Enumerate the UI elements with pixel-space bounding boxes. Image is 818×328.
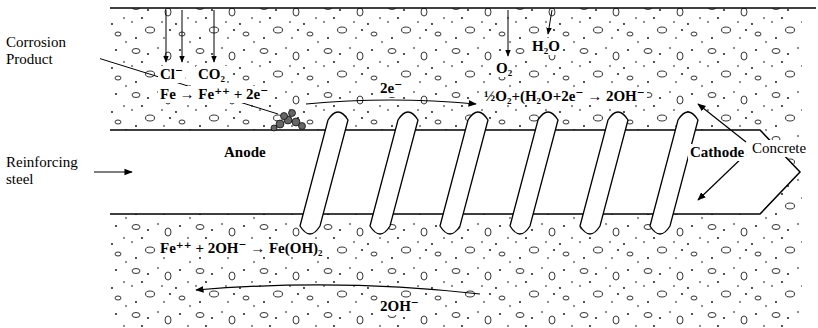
helical-ribs (300, 112, 698, 234)
ion-label: 2e⁻ (378, 80, 404, 97)
corrosion-product (271, 110, 306, 132)
region-label: Cathode (688, 144, 746, 161)
hydroxide-flow-arrow (196, 285, 480, 294)
ion-label: CO₂ (196, 66, 227, 83)
callout-label: Corrosion Product (4, 34, 100, 68)
rib (580, 112, 628, 234)
callout-label: Reinforcing steel (4, 154, 94, 188)
rib (300, 112, 348, 234)
callout-label: Concrete (750, 140, 808, 157)
ingress-arrows (166, 10, 552, 62)
rib (440, 112, 488, 234)
rib (650, 112, 698, 234)
region-label: Anode (222, 144, 268, 161)
rib (370, 112, 418, 234)
concrete-texture (110, 8, 802, 328)
pointer-arrow (698, 104, 746, 142)
concrete-surface (110, 7, 816, 9)
leader-line (98, 58, 278, 114)
ion-label: O₂ (494, 60, 514, 77)
reaction-label: ½O₂+(H₂O+2e⁻ → 2OH⁻ (482, 88, 647, 105)
ion-label: 2OH⁻ (378, 298, 421, 315)
ion-label: H₂O (530, 38, 562, 55)
steel-bar-region: Anode Cathode (130, 130, 760, 214)
pointer-arrow (92, 171, 132, 172)
rib (510, 112, 558, 234)
reaction-label: Fe → Fe⁺⁺ + 2e⁻ (158, 86, 270, 103)
reaction-label: Fe⁺⁺ + 2OH⁻ → Fe(OH)₂ (158, 240, 325, 257)
electron-flow-arrow (306, 100, 476, 104)
ion-label: Cl⁻ (158, 66, 185, 83)
